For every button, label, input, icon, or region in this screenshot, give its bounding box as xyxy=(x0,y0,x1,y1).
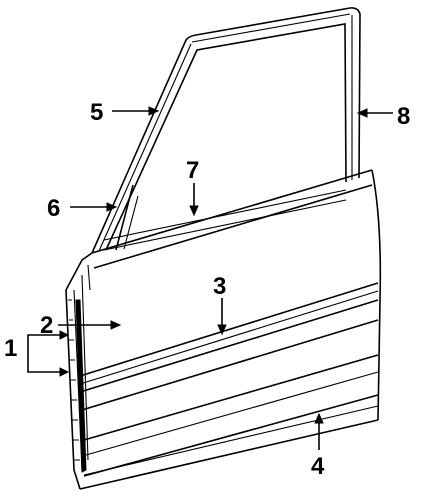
callout-3: 3 xyxy=(213,273,226,300)
callout-6: 6 xyxy=(47,195,60,222)
arrow-1-lower xyxy=(59,367,70,377)
leader-1-upper xyxy=(27,334,60,350)
leader-1-lower xyxy=(27,350,62,373)
front-pillar-shading xyxy=(68,299,87,473)
arrow-5 xyxy=(148,106,160,116)
body-side-moulding xyxy=(79,282,379,477)
arrow-8 xyxy=(356,108,368,118)
callout-labels: 1 2 3 4 5 6 7 8 xyxy=(4,99,410,480)
arrow-3 xyxy=(217,324,227,336)
window-frame xyxy=(91,7,361,254)
arrow-4 xyxy=(314,412,324,424)
callout-1: 1 xyxy=(4,335,17,362)
callout-8: 8 xyxy=(397,103,410,130)
leader-lines xyxy=(27,106,393,450)
door-shell xyxy=(65,169,382,490)
arrow-6 xyxy=(106,202,118,212)
callout-2: 2 xyxy=(40,312,53,339)
arrow-7 xyxy=(189,205,199,217)
arrow-1-upper xyxy=(59,330,70,340)
callout-7: 7 xyxy=(186,157,199,184)
callout-4: 4 xyxy=(311,453,325,480)
callout-5: 5 xyxy=(90,99,103,126)
arrow-2 xyxy=(110,320,122,330)
